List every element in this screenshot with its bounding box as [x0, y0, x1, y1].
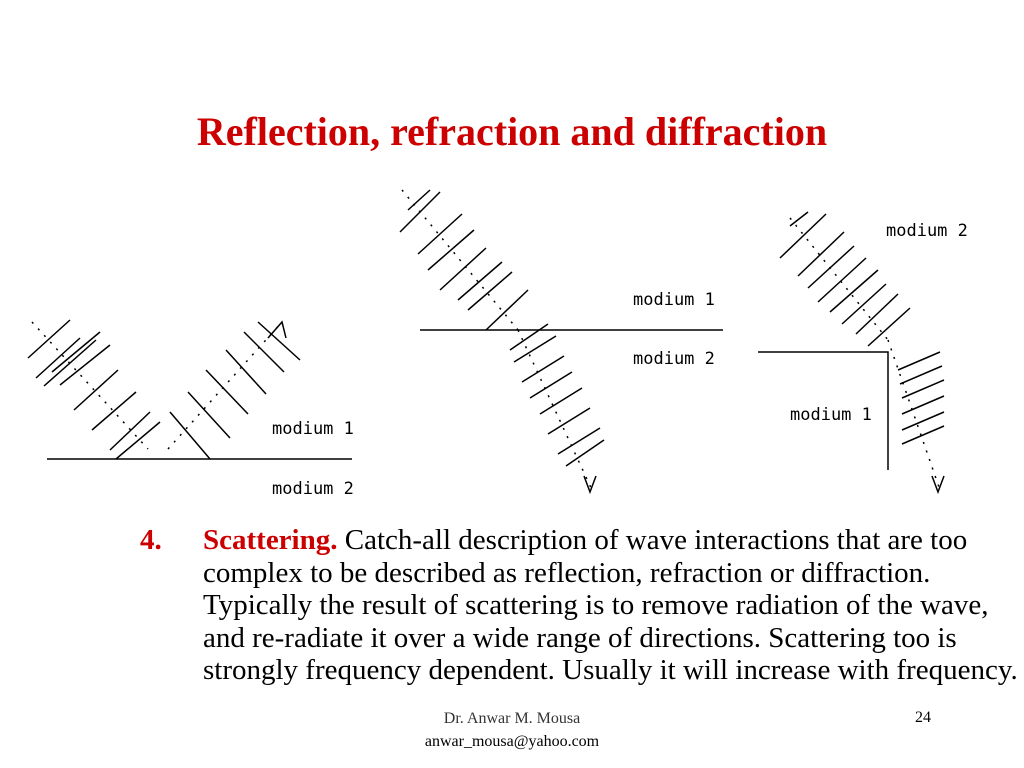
- reflection-label-bottom: modium 2: [272, 479, 354, 499]
- list-item-body: Scattering. Catch-all description of wav…: [203, 524, 1018, 687]
- slide-title: Reflection, refraction and diffraction: [196, 109, 828, 154]
- reflection-label-top: modium 1: [272, 419, 354, 439]
- refraction-incident-ray: [401, 189, 519, 331]
- reflection-reflected-ray: [167, 321, 283, 450]
- diffraction-label-top: modium 2: [886, 221, 968, 241]
- list-item-title: Scattering.: [203, 524, 338, 556]
- list-item-text: Catch-all description of wave interactio…: [203, 524, 1018, 686]
- footer-email: anwar_mousa@yahoo.com: [424, 733, 600, 750]
- footer-author: Dr. Anwar M. Mousa: [443, 710, 581, 727]
- wave-diagrams: modium 1 modium 2 modium 1 modium 2: [27, 189, 968, 499]
- refraction-label-top: modium 1: [633, 290, 715, 310]
- refraction-diagram: modium 1 modium 2: [399, 189, 723, 495]
- diffraction-obstacle-edge: [758, 351, 889, 470]
- diffraction-label-side: modium 1: [790, 405, 872, 425]
- diffraction-arrow-icon: [931, 475, 945, 495]
- list-item-number: 4.: [140, 524, 162, 556]
- reflection-incident-ray: [31, 321, 149, 450]
- refraction-arrow-icon: [583, 475, 597, 495]
- refraction-label-bottom: modium 2: [633, 349, 715, 369]
- reflection-arrow-icon: [267, 320, 287, 339]
- refraction-refracted-ray: [517, 329, 593, 491]
- page-number: 24: [915, 709, 931, 726]
- diffraction-diagram: modium 2 modium 1: [758, 211, 968, 495]
- reflection-diagram: modium 1 modium 2: [27, 319, 354, 499]
